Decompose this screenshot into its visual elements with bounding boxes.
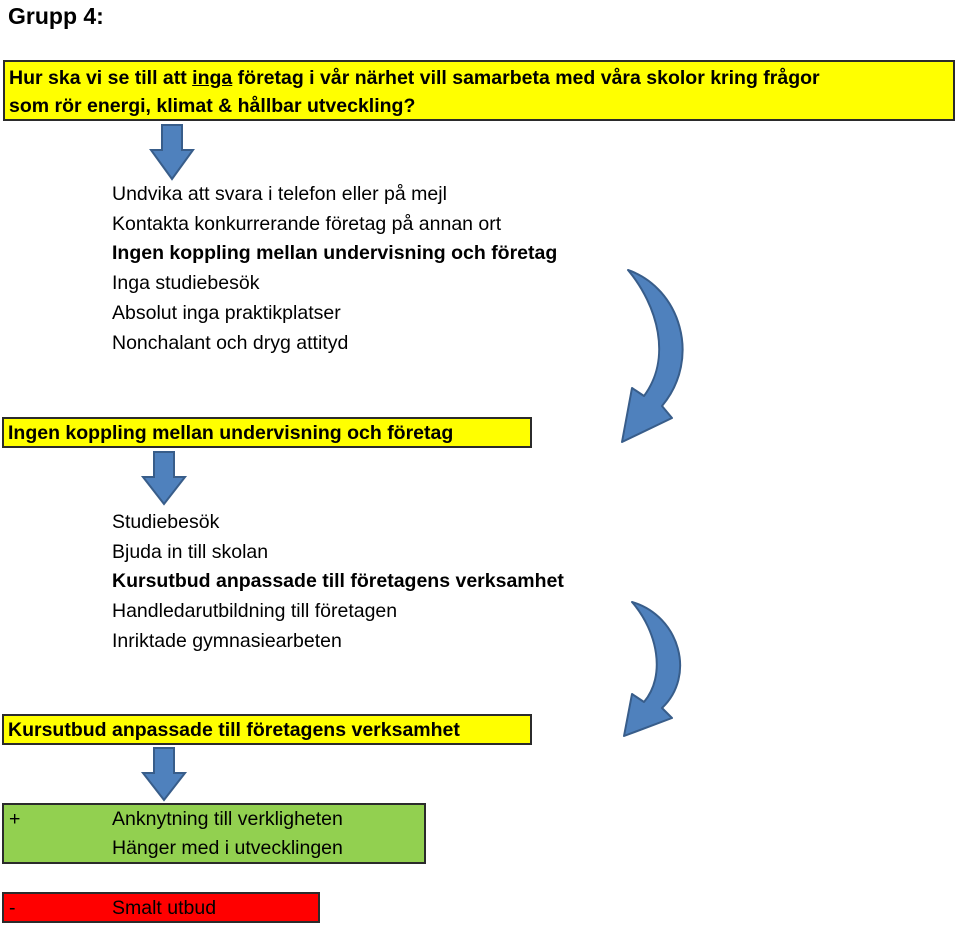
list-item: Bjuda in till skolan	[112, 540, 269, 563]
list-item: Ingen koppling mellan undervisning och f…	[112, 242, 558, 265]
down-arrow-icon	[149, 124, 195, 181]
highlight-box-1: Ingen koppling mellan undervisning och f…	[2, 417, 532, 448]
underlined-word: inga	[192, 67, 233, 89]
question-line-1: Hur ska vi se till att inga företag i vå…	[9, 67, 820, 89]
list-item: Kursutbud anpassade till företagens verk…	[112, 570, 564, 593]
highlight-box-2: Kursutbud anpassade till företagens verk…	[2, 714, 532, 745]
page-title: Grupp 4:	[8, 3, 104, 29]
list-item: Nonchalant och dryg attityd	[112, 331, 349, 354]
plus-sign: +	[9, 808, 21, 830]
question-box: Hur ska vi se till att inga företag i vå…	[3, 60, 955, 121]
negative-box: - Smalt utbud	[2, 892, 320, 923]
problem-list: Undvika att svara i telefon eller på mej…	[112, 180, 557, 358]
list-item: Studiebesök	[112, 511, 220, 533]
positive-lines: Anknytning till verkligheten Hänger med …	[112, 805, 343, 863]
list-item: Handledarutbildning till företagen	[112, 600, 398, 623]
solution-list: Studiebesök Bjuda in till skolan Kursutb…	[112, 508, 564, 657]
list-item: Inriktade gymnasiearbeten	[112, 629, 342, 652]
positive-box: + Anknytning till verkligheten Hänger me…	[2, 803, 426, 864]
minus-sign: -	[9, 897, 16, 919]
list-item: Absolut inga praktikplatser	[112, 301, 341, 324]
positive-line: Hänger med i utvecklingen	[112, 837, 343, 859]
down-arrow-icon	[140, 747, 188, 802]
list-item: Inga studiebesök	[112, 272, 260, 295]
positive-line: Anknytning till verkligheten	[112, 808, 343, 830]
negative-line: Smalt utbud	[112, 897, 217, 919]
question-line-2: som rör energi, klimat & hållbar utveckl…	[9, 95, 416, 117]
list-item: Kontakta konkurrerande företag på annan …	[112, 212, 502, 235]
list-item: Undvika att svara i telefon eller på mej…	[112, 183, 447, 205]
curved-arrow-icon	[621, 269, 684, 443]
down-arrow-icon	[140, 451, 188, 506]
curved-arrow-icon	[623, 601, 682, 737]
